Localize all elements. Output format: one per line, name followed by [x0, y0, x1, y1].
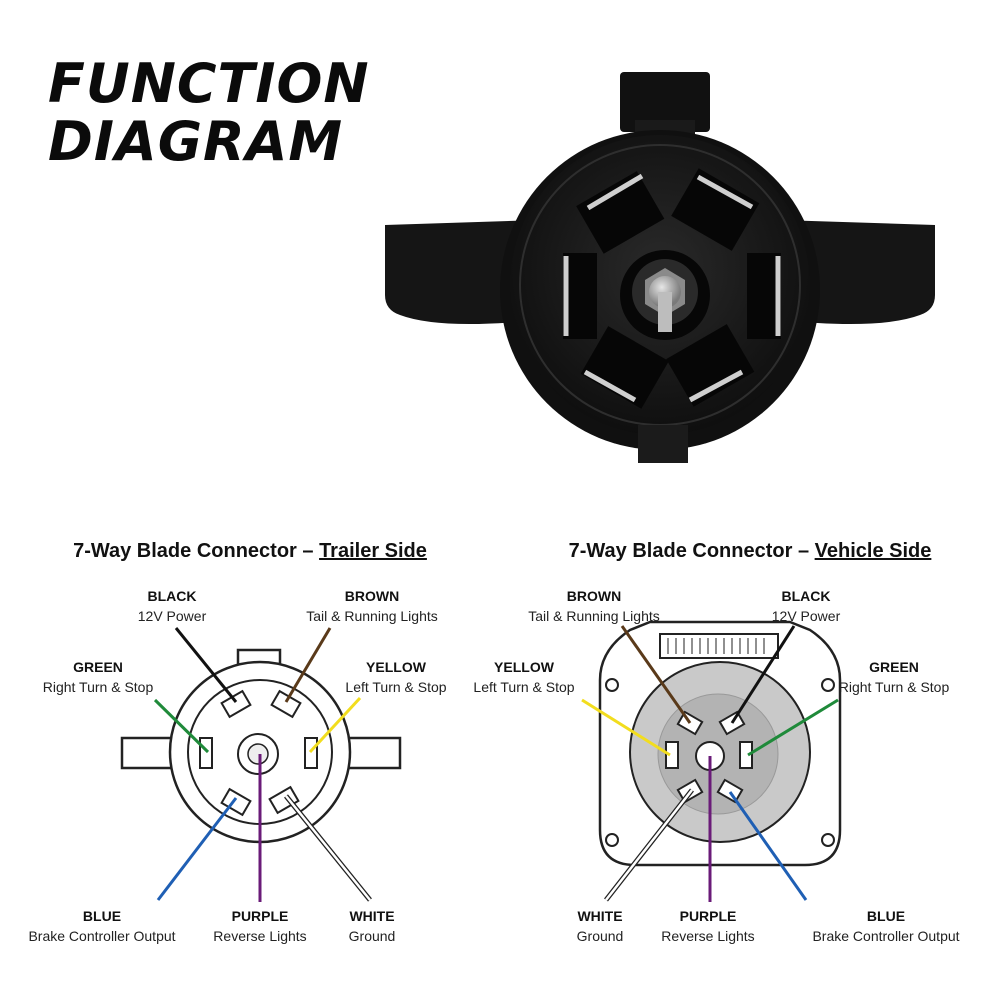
screw-hole-bottom-left [605, 833, 619, 847]
screw-hole-bottom-right [821, 833, 835, 847]
vehicle-heading-text: 7-Way Blade Connector – [568, 540, 815, 562]
trailer-wire-blue [156, 797, 238, 901]
trailer-plug-drawing [120, 627, 402, 902]
spring-lid-hinge [620, 72, 710, 132]
vehicle-lid-hinge [659, 633, 779, 659]
trailer-wire-white [285, 795, 371, 901]
vehicle-side-heading: 7-Way Blade Connector – Vehicle Side [500, 540, 1000, 563]
trailer-wire-black [174, 627, 238, 703]
diagram-title-line-1: FUNCTION [48, 52, 370, 115]
connector-product-photo [385, 72, 935, 463]
trailer-side-label: Trailer Side [319, 540, 427, 562]
vehicle-wire-green [747, 698, 839, 757]
vehicle-wire-black [730, 625, 796, 724]
trailer-wire-green [153, 698, 210, 754]
trailer-side-heading: 7-Way Blade Connector – Trailer Side [0, 540, 500, 563]
vehicle-wire-blue [728, 791, 808, 901]
trailer-heading-text: 7-Way Blade Connector – [73, 540, 320, 562]
screw-hole-top-left [605, 678, 619, 692]
trailer-wire-yellow [308, 696, 362, 754]
vehicle-wire-brown [620, 625, 692, 724]
blade-terminals [563, 168, 781, 409]
trailer-wire-brown [284, 627, 332, 703]
screw-hole-top-right [821, 678, 835, 692]
trailer-side-diagram: 7-Way Blade Connector – Trailer Side [0, 530, 500, 1000]
key-notch [638, 425, 688, 463]
vehicle-side-diagram: 7-Way Blade Connector – Vehicle Side [473, 530, 1000, 1000]
vehicle-wire-yellow [581, 698, 671, 757]
vehicle-side-label: Vehicle Side [814, 540, 932, 562]
diagram-title-line-2: DIAGRAM [48, 110, 344, 173]
vehicle-wire-white [605, 789, 693, 901]
vehicle-socket-drawing [581, 620, 842, 902]
